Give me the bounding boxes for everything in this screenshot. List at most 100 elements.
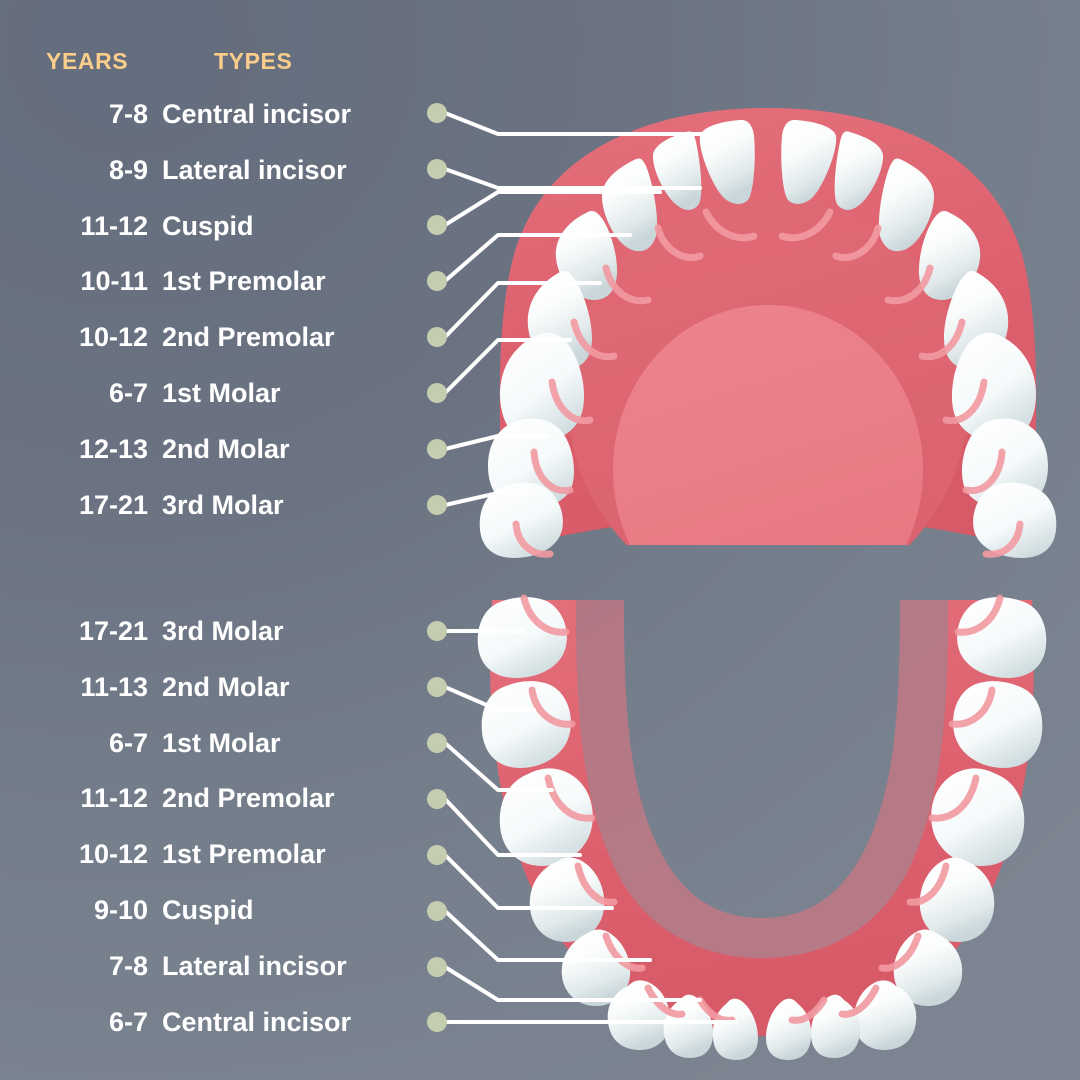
- tooth-type-label: 2nd Molar: [162, 671, 290, 702]
- lower-gum-highlights: [520, 594, 1004, 1024]
- tooth-lower-2nd-premolar-right: [919, 857, 995, 942]
- lower-teeth: [477, 597, 1047, 1060]
- tooth-row[interactable]: 7-8 Lateral incisor: [0, 950, 420, 982]
- leader-dot-upper-4: [427, 271, 447, 291]
- leader-dot-upper-6: [427, 383, 447, 403]
- tooth-type-label: 2nd Premolar: [162, 783, 335, 814]
- years-column-header: YEARS: [46, 48, 129, 74]
- leader-line-upper-2: [443, 167, 702, 190]
- tooth-row[interactable]: 6-7 Central incisor: [0, 1006, 420, 1038]
- tooth-upper-central-incisor-right: [781, 119, 837, 204]
- leader-dot-upper-2: [427, 159, 447, 179]
- tooth-row[interactable]: 11-12 2nd Premolar: [0, 782, 420, 814]
- leader-dot-lower-7: [427, 957, 447, 977]
- tooth-row[interactable]: 6-7 1st Molar: [0, 727, 420, 759]
- tooth-lower-1st-premolar-right: [893, 929, 963, 1006]
- tooth-upper-2nd-molar-right: [961, 418, 1048, 510]
- tooth-lower-central-incisor-right: [766, 998, 812, 1060]
- lower-gum-inner-shade: [576, 600, 948, 958]
- tooth-years-value: 6-7: [108, 727, 148, 758]
- leader-dot-lower-6: [427, 901, 447, 921]
- tooth-years-value: 10-12: [78, 322, 148, 353]
- tooth-years-value: 8-9: [108, 154, 148, 185]
- leader-line-lower-7: [443, 965, 702, 1002]
- tooth-upper-cuspid-right: [878, 158, 934, 252]
- tooth-years-value: 11-13: [80, 671, 148, 702]
- tooth-lower-2nd-molar-left: [481, 681, 571, 768]
- tooth-upper-2nd-premolar-right: [944, 271, 1009, 370]
- tooth-row[interactable]: 12-13 2nd Molar: [0, 433, 420, 465]
- tooth-type-label: 2nd Premolar: [162, 322, 335, 353]
- tooth-lower-1st-molar-right: [931, 768, 1025, 866]
- tooth-years-value: 6-7: [108, 378, 148, 408]
- tooth-upper-cuspid-left: [602, 158, 658, 252]
- leader-dot-upper-8: [427, 495, 447, 515]
- tooth-lower-1st-premolar-left: [561, 929, 631, 1006]
- tooth-upper-lateral-incisor-left: [652, 131, 702, 210]
- leader-line-lower-4: [443, 797, 582, 857]
- tooth-years-value: 9-10: [93, 895, 148, 925]
- tooth-lower-3rd-molar-left: [477, 597, 567, 678]
- tooth-row[interactable]: 8-9 Lateral incisor: [0, 154, 420, 186]
- tooth-upper-1st-molar-right: [951, 332, 1036, 443]
- tooth-years-value: 11-12: [80, 783, 148, 814]
- leader-dot-lower-1: [427, 621, 447, 641]
- tooth-type-label: Cuspid: [162, 210, 254, 241]
- tooth-lower-cuspid-right: [853, 980, 917, 1050]
- tooth-type-label: Lateral incisor: [162, 154, 347, 185]
- leader-line-upper-7: [443, 434, 550, 451]
- upper-leaders: [427, 103, 726, 515]
- leader-dot-lower-2: [427, 677, 447, 697]
- tooth-years-value: 7-8: [108, 950, 148, 981]
- tooth-type-label: Central incisor: [162, 99, 352, 129]
- tooth-row[interactable]: 11-13 2nd Molar: [0, 671, 420, 703]
- tooth-years-value: 7-8: [108, 99, 148, 129]
- tooth-type-label: Cuspid: [162, 895, 254, 925]
- tooth-lower-cuspid-left: [607, 980, 671, 1050]
- leader-dot-lower-3: [427, 733, 447, 753]
- upper-palate-inner: [613, 305, 923, 545]
- leader-dot-lower-4: [427, 789, 447, 809]
- tooth-years-value: 6-7: [108, 1006, 148, 1037]
- leader-line-upper-8: [443, 491, 530, 507]
- tooth-lower-3rd-molar-right: [957, 597, 1047, 678]
- tooth-lower-1st-molar-left: [499, 768, 593, 866]
- tooth-years-value: 10-11: [80, 266, 148, 297]
- tooth-lower-2nd-molar-right: [953, 681, 1043, 768]
- tooth-upper-1st-premolar-left: [555, 211, 618, 300]
- tooth-lower-central-incisor-left: [712, 998, 758, 1060]
- leader-dot-upper-5: [427, 327, 447, 347]
- leader-line-lower-2: [443, 685, 536, 712]
- leader-dot-upper-7: [427, 439, 447, 459]
- tooth-upper-3rd-molar-left: [479, 482, 563, 558]
- tooth-type-label: Central incisor: [162, 1006, 352, 1037]
- tooth-row[interactable]: 10-12 2nd Premolar: [0, 321, 420, 353]
- upper-gum: [499, 108, 1037, 548]
- leader-dot-upper-1: [427, 103, 447, 123]
- tooth-lower-lateral-incisor-right: [810, 994, 861, 1058]
- tooth-type-label: 1st Premolar: [162, 839, 326, 870]
- types-column-header: TYPES: [214, 48, 293, 74]
- tooth-years-value: 12-13: [78, 433, 148, 464]
- lower-arch-graphic: [477, 594, 1047, 1060]
- upper-arch-graphic: [479, 108, 1057, 558]
- tooth-type-label: Lateral incisor: [162, 950, 347, 981]
- tooth-type-label: 2nd Molar: [162, 433, 290, 464]
- upper-gum-highlights: [512, 208, 1024, 558]
- column-headers: YEARS TYPES: [0, 48, 420, 78]
- tooth-row[interactable]: 7-8 Central incisor: [0, 98, 420, 130]
- leader-line-upper-4: [443, 233, 632, 283]
- leader-line-lower-6: [443, 909, 652, 962]
- lower-gum: [490, 600, 1034, 1036]
- tooth-row[interactable]: 9-10 Cuspid: [0, 894, 420, 926]
- tooth-upper-1st-molar-left: [500, 332, 585, 443]
- tooth-upper-2nd-premolar-left: [527, 271, 592, 370]
- tooth-type-label: 1st Molar: [162, 727, 281, 758]
